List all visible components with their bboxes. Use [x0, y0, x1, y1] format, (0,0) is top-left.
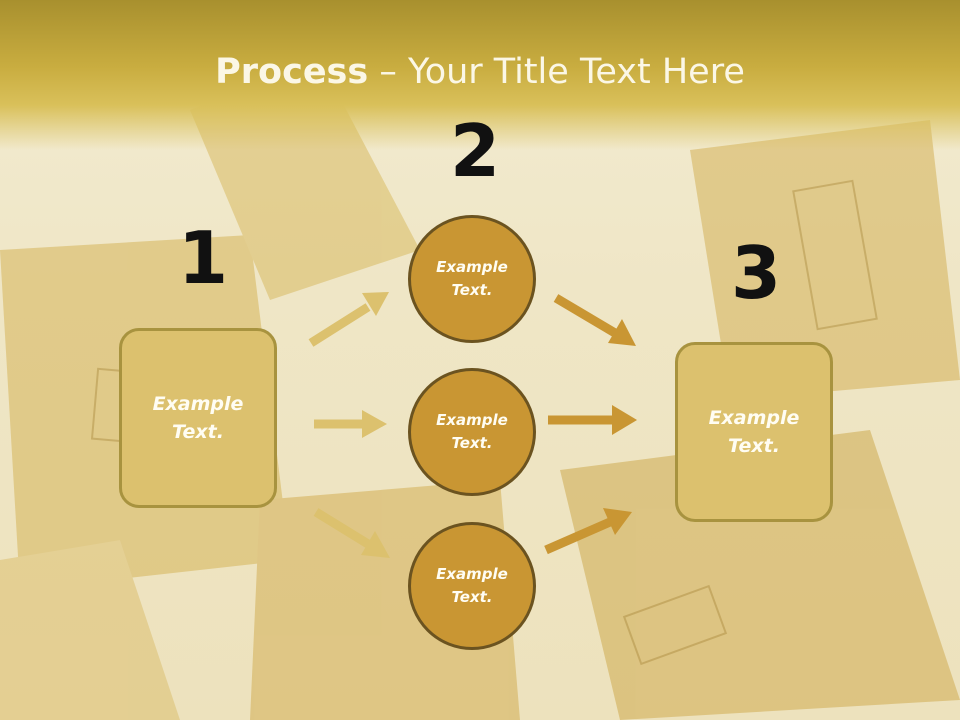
arrow-bottom-to-3 [544, 508, 632, 555]
title-rest: – Your Title Text Here [368, 52, 745, 92]
arrow-middle-to-3 [548, 405, 637, 435]
arrow-1-to-bottom [313, 508, 390, 558]
step-3-box: Example Text. [675, 342, 833, 522]
step-1-text: Example Text. [152, 392, 244, 444]
step-1-box: Example Text. [119, 328, 277, 508]
arrow-1-to-middle [314, 410, 387, 438]
arrow-top-to-3 [553, 294, 636, 346]
step-number-3: 3 [731, 231, 782, 315]
circle-bottom-text: Example Text. [436, 564, 508, 606]
circle-middle-text: Example Text. [436, 410, 508, 452]
circle-middle: Example Text. [408, 368, 536, 496]
slide-title: Process – Your Title Text Here [0, 52, 960, 92]
arrow-1-to-top [308, 292, 389, 347]
circle-bottom: Example Text. [408, 522, 536, 650]
title-bold: Process [215, 52, 369, 92]
circle-top-text: Example Text. [436, 257, 508, 299]
step-number-1: 1 [178, 216, 229, 300]
step-number-2: 2 [450, 109, 501, 193]
title-banner [0, 0, 960, 150]
step-3-text: Example Text. [708, 406, 800, 458]
circle-top: Example Text. [408, 215, 536, 343]
